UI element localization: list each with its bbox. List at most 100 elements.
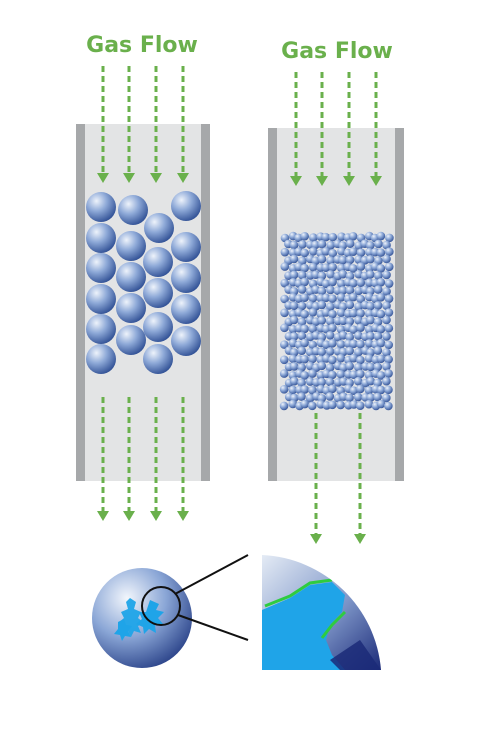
sphere-icon — [300, 338, 309, 348]
sphere-icon — [144, 213, 174, 243]
down-arrow-icon — [177, 397, 189, 521]
sphere-icon — [297, 331, 307, 341]
sphere-icon — [355, 401, 365, 410]
sphere-icon — [308, 262, 318, 272]
sphere-icon — [326, 270, 335, 279]
sphere-icon — [382, 332, 391, 341]
sphere-icon — [280, 308, 289, 318]
sphere-icon — [328, 355, 337, 365]
sphere-icon — [308, 308, 318, 317]
sphere-icon — [86, 314, 116, 344]
sphere-icon — [289, 362, 299, 371]
sphere-icon — [86, 223, 116, 253]
sphere-icon — [326, 256, 335, 265]
down-arrow-icon — [97, 66, 109, 183]
sphere-icon — [317, 316, 327, 325]
sphere-icon — [300, 385, 310, 394]
pore-network-icon — [114, 598, 164, 641]
sphere-icon — [353, 376, 363, 386]
sphere-icon — [382, 348, 391, 357]
pore-detail-wedge — [262, 555, 381, 670]
sphere-icon — [349, 353, 358, 363]
sphere-icon — [325, 392, 335, 401]
sphere-icon — [328, 294, 337, 303]
sphere-icon — [384, 340, 394, 350]
sphere-icon — [349, 370, 359, 380]
sphere-icon — [356, 369, 365, 379]
sphere-icon — [382, 362, 391, 371]
sphere-icon — [338, 286, 348, 295]
sphere-icon — [349, 386, 359, 395]
sphere-icon — [336, 308, 346, 318]
sphere-icon — [297, 378, 306, 388]
sphere-icon — [289, 315, 299, 325]
sphere-icon — [288, 399, 298, 409]
sphere-icon — [307, 401, 317, 411]
left-outlet-arrows — [97, 397, 189, 521]
sphere-icon — [366, 254, 375, 264]
sphere-icon — [338, 331, 348, 340]
sphere-icon — [354, 331, 363, 340]
sphere-icon — [328, 248, 338, 258]
sphere-icon — [337, 279, 346, 288]
sphere-icon — [366, 376, 375, 386]
sphere-icon — [354, 316, 363, 325]
sphere-icon — [300, 231, 309, 241]
sphere-icon — [366, 315, 375, 325]
down-arrow-icon — [150, 66, 162, 183]
sphere-icon — [280, 323, 289, 333]
sphere-icon — [373, 285, 383, 294]
sphere-icon — [116, 325, 146, 355]
sphere-icon — [143, 278, 173, 308]
sphere-icon — [364, 386, 374, 395]
sphere-icon — [366, 241, 375, 250]
sphere-icon — [297, 301, 307, 311]
sphere-icon — [280, 247, 290, 257]
sphere-icon — [366, 362, 375, 372]
particle-detail — [92, 554, 249, 668]
sphere-icon — [349, 292, 358, 302]
sphere-icon — [288, 354, 298, 364]
sphere-icon — [116, 293, 146, 323]
sphere-icon — [366, 393, 376, 402]
sphere-icon — [348, 247, 358, 256]
coating-line-lower — [320, 610, 347, 639]
sphere-icon — [321, 246, 331, 256]
sphere-icon — [382, 315, 391, 325]
sphere-icon — [364, 339, 374, 348]
sphere-icon — [280, 262, 290, 271]
sphere-icon — [345, 300, 355, 310]
sphere-icon — [376, 309, 386, 319]
sphere-icon — [376, 354, 386, 364]
down-arrow-icon — [354, 413, 366, 544]
sphere-icon — [382, 270, 391, 280]
sphere-icon — [374, 239, 383, 249]
sphere-icon — [382, 376, 391, 386]
sphere-icon — [280, 340, 289, 349]
sphere-icon — [373, 332, 383, 341]
sphere-icon — [328, 400, 337, 410]
sphere-icon — [116, 231, 146, 261]
sphere-icon — [376, 338, 386, 348]
sphere-icon — [373, 346, 383, 355]
down-arrow-icon — [150, 397, 162, 521]
sphere-icon — [289, 254, 299, 264]
sphere-icon — [328, 323, 337, 333]
sphere-icon — [354, 286, 363, 296]
sphere-icon — [289, 332, 299, 341]
sphere-icon — [336, 293, 346, 302]
sphere-icon — [349, 339, 358, 349]
down-arrow-icon — [177, 66, 189, 183]
sphere-icon — [336, 353, 346, 363]
left-inlet-arrows — [97, 66, 189, 183]
sphere-icon — [297, 346, 307, 355]
sphere-icon — [345, 346, 354, 356]
sphere-icon — [321, 263, 331, 272]
left-gas-flow-label: Gas Flow — [86, 33, 198, 58]
sphere-icon — [289, 270, 299, 280]
sphere-icon — [308, 247, 318, 256]
sphere-icon — [308, 369, 317, 378]
sphere-icon — [280, 278, 290, 288]
sphere-icon — [348, 231, 358, 241]
down-arrow-icon — [316, 72, 328, 186]
